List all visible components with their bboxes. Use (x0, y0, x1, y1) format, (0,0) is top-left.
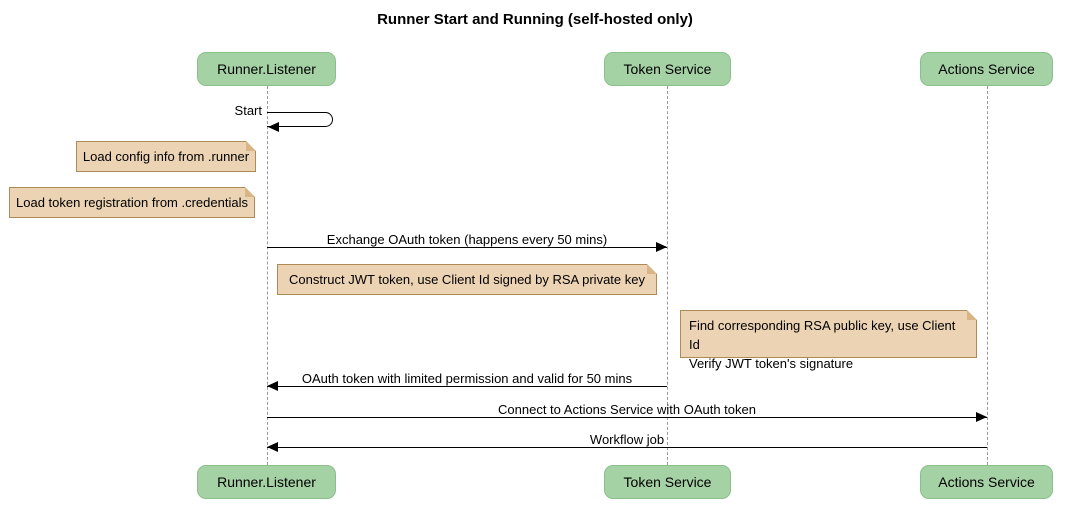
message-label-start: Start (234, 103, 262, 118)
note-load-token-registration: Load token registration from .credential… (9, 187, 255, 218)
participant-bottom-runner-listener: Runner.Listener (197, 465, 336, 499)
participant-label: Actions Service (938, 474, 1035, 490)
note-verify-jwt: Find corresponding RSA public key, use C… (680, 310, 977, 371)
message-label-connect-actions: Connect to Actions Service with OAuth to… (498, 402, 756, 417)
message-label-exchange-oauth: Exchange OAuth token (happens every 50 m… (326, 232, 608, 247)
message-line (267, 447, 987, 448)
note-text: Load config info from .runner (82, 149, 250, 164)
arrowhead-left-icon (267, 381, 278, 391)
self-message-loop (267, 112, 333, 127)
lifeline-token-service (667, 86, 668, 465)
participant-top-actions-service: Actions Service (920, 52, 1053, 86)
message-line (267, 386, 667, 387)
note-text-line: Verify JWT token's signature (689, 356, 854, 371)
participant-top-runner-listener: Runner.Listener (197, 52, 336, 86)
message-label-oauth-token-back: OAuth token with limited permission and … (301, 371, 633, 386)
message-label-workflow-job: Workflow job (589, 432, 665, 447)
note-load-config: Load config info from .runner (76, 141, 256, 172)
participant-label: Runner.Listener (217, 61, 316, 77)
participant-label: Token Service (623, 474, 712, 490)
arrowhead-right-icon (976, 412, 987, 422)
note-text: Construct JWT token, use Client Id signe… (289, 272, 645, 287)
participant-bottom-token-service: Token Service (604, 465, 731, 499)
diagram-title: Runner Start and Running (self-hosted on… (377, 11, 693, 28)
lifeline-runner-listener (267, 86, 268, 465)
participant-bottom-actions-service: Actions Service (920, 465, 1053, 499)
lifeline-actions-service (987, 86, 988, 465)
participant-label: Runner.Listener (217, 474, 316, 490)
arrowhead-left-icon (267, 442, 278, 452)
message-line (267, 417, 987, 418)
participant-label: Actions Service (938, 61, 1035, 77)
arrowhead-left-icon (268, 122, 279, 132)
participant-top-token-service: Token Service (604, 52, 731, 86)
note-text-line: Find corresponding RSA public key, use C… (689, 318, 956, 352)
participant-label: Token Service (623, 61, 712, 77)
note-construct-jwt: Construct JWT token, use Client Id signe… (277, 264, 657, 295)
message-line (267, 247, 667, 248)
note-text: Load token registration from .credential… (16, 195, 248, 210)
arrowhead-right-icon (656, 242, 667, 252)
